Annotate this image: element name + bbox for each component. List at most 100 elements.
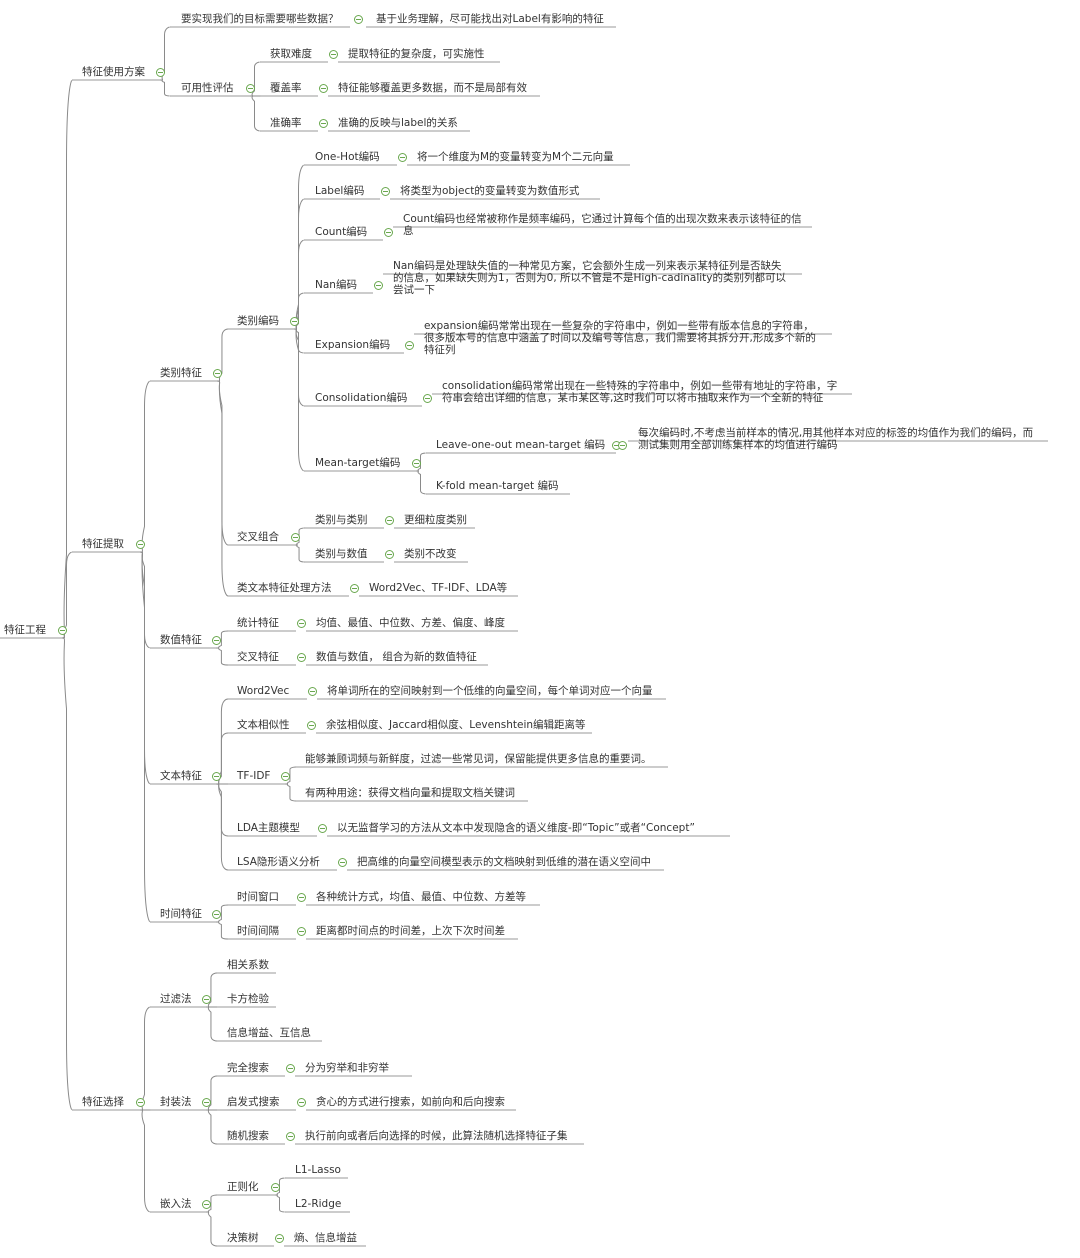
node-consol-d: consolidation编码常常出现在一些特殊的字符串中，例如一些带有地址的字… (442, 380, 838, 404)
node-w2v: Word2Vec (237, 685, 290, 697)
node-root: 特征工程 (4, 624, 46, 636)
collapse-icon-root[interactable] (58, 626, 67, 635)
collapse-icon-emb[interactable] (202, 1200, 211, 1209)
branch-root-use (61, 79, 73, 639)
collapse-icon-consol[interactable] (423, 394, 432, 403)
branch-root-ext (61, 551, 73, 639)
collapse-icon-num[interactable] (212, 636, 221, 645)
node-num: 数值特征 (160, 634, 202, 646)
collapse-icon-label[interactable] (381, 187, 390, 196)
collapse-icon-stat[interactable] (297, 619, 306, 628)
node-acc: 准确率 (270, 117, 302, 129)
branch-wrap-rand (205, 1109, 218, 1145)
collapse-icon-rand[interactable] (286, 1132, 295, 1141)
node-cat: 类别特征 (160, 367, 202, 379)
branch-cat-cross (216, 380, 229, 546)
collapse-icon-expan[interactable] (405, 341, 414, 350)
node-count-d: Count编码也经常被称作是频率编码，它通过计算每个值的出现次数来表示该特征的信… (403, 213, 802, 237)
branch-cross-cn (294, 544, 305, 563)
node-heur: 启发式搜索 (227, 1096, 280, 1108)
node-full-d: 分为穷举和非穷举 (305, 1062, 389, 1074)
collapse-icon-avail[interactable] (246, 84, 255, 93)
node-ti: 时间间隔 (237, 925, 279, 937)
collapse-icon-txt[interactable] (212, 772, 221, 781)
node-rand: 随机搜索 (227, 1130, 269, 1142)
node-ig: 信息增益、互信息 (227, 1027, 311, 1039)
node-diff-d: 提取特征的复杂度，可实施性 (348, 48, 485, 60)
collapse-icon-lda[interactable] (318, 824, 327, 833)
node-label-d: 将类型为object的变量转变为数值形式 (400, 185, 580, 197)
node-tree-d: 熵、信息增益 (294, 1232, 357, 1244)
node-nan-d: Nan编码是处理缺失值的一种常见方案，它会额外生成一列来表示某特征列是否缺失的信… (393, 260, 787, 296)
collapse-icon-cov[interactable] (319, 84, 328, 93)
branch-cat-textlike (216, 380, 229, 597)
collapse-icon-cross[interactable] (291, 533, 300, 542)
node-txt: 文本特征 (160, 770, 202, 782)
collapse-icon-ncross[interactable] (297, 653, 306, 662)
node-count: Count编码 (315, 226, 368, 238)
branch-cat-catenc (216, 328, 229, 382)
collapse-icon-count[interactable] (384, 228, 393, 237)
node-diff: 获取难度 (270, 48, 312, 60)
node-textlike-d: Word2Vec、TF-IDF、LDA等 (369, 582, 508, 594)
collapse-icon-tree[interactable] (275, 1234, 284, 1243)
node-mt: Mean-target编码 (315, 457, 401, 469)
branch-mt-kfold (415, 470, 427, 495)
collapse-icon-sel[interactable] (136, 1098, 145, 1107)
node-emb: 嵌入法 (160, 1198, 192, 1210)
collapse-icon-full[interactable] (286, 1064, 295, 1073)
branch-filter-ig (205, 1006, 218, 1042)
node-sim-d: 余弦相似度、Jaccard相似度、Levenshtein编辑距离等 (326, 719, 586, 731)
collapse-icon-cc[interactable] (385, 516, 394, 525)
collapse-icon-ti[interactable] (297, 927, 306, 936)
collapse-icon-mt[interactable] (412, 459, 421, 468)
branch-use-avail (159, 79, 171, 97)
branch-time-ti (215, 921, 229, 940)
node-lsa-d: 把高维的向量空间模型表示的文档映射到低维的潜在语义空间中 (357, 856, 651, 868)
node-nan: Nan编码 (315, 279, 357, 291)
branch-catenc-expan (293, 328, 305, 354)
node-wrap: 封装法 (160, 1096, 192, 1108)
collapse-icon-time[interactable] (212, 910, 221, 919)
node-sim: 文本相似性 (237, 719, 290, 731)
node-tfidf: TF-IDF (237, 770, 271, 782)
collapse-icon-textlike[interactable] (350, 584, 359, 593)
branch-catenc-label (293, 198, 305, 330)
collapse-icon-onehot[interactable] (398, 153, 407, 162)
collapse-icon-wrap[interactable] (202, 1098, 211, 1107)
node-loo-d: 每次编码时,不考虑当前样本的情况,用其他样本对应的标签的均值作为我们的编码，而测… (638, 427, 1034, 451)
collapse-icon-tfidf[interactable] (281, 772, 290, 781)
branch-sel-emb (139, 1109, 151, 1213)
collapse-icon-filter[interactable] (202, 995, 211, 1004)
collapse-icon-reg[interactable] (271, 1183, 280, 1192)
branch-catenc-mt (293, 328, 305, 472)
collapse-icon-ext[interactable] (136, 540, 145, 549)
node-time: 时间特征 (160, 908, 202, 920)
node-use-q: 要实现我们的目标需要哪些数据？ (181, 13, 339, 25)
collapse-icon-cn[interactable] (385, 550, 394, 559)
collapse-icon-heur[interactable] (297, 1098, 306, 1107)
node-tw-d: 各种统计方式，均值、最值、中位数、方差等 (316, 891, 526, 903)
node-lda-d: 以无监督学习的方法从文本中发现隐含的语义维度-即“Topic”或者“Concep… (337, 822, 695, 834)
node-full: 完全搜索 (227, 1062, 269, 1074)
collapse-icon-nan[interactable] (374, 281, 383, 290)
collapse-icon-sim[interactable] (307, 721, 316, 730)
collapse-icon-cat[interactable] (213, 369, 222, 378)
collapse-icon-use-q[interactable] (354, 15, 363, 24)
branch-ext-cat (139, 380, 151, 553)
collapse-icon-use[interactable] (156, 68, 165, 77)
collapse-icon-diff[interactable] (329, 50, 338, 59)
node-cov-d: 特征能够覆盖更多数据，而不是局部有效 (338, 82, 527, 94)
node-stat: 统计特征 (237, 617, 279, 629)
collapse-icon-lsa[interactable] (338, 858, 347, 867)
collapse-icon-catenc[interactable] (290, 317, 299, 326)
node-ti-d: 距离都时间点的时间差，上次下次时间差 (316, 925, 505, 937)
node-cross: 交叉组合 (237, 531, 279, 543)
collapse-icon-w2v[interactable] (308, 687, 317, 696)
node-tw: 时间窗口 (237, 891, 279, 903)
node-use: 特征使用方案 (82, 66, 145, 78)
collapse-icon-loo[interactable] (618, 441, 627, 450)
collapse-icon-tw[interactable] (297, 893, 306, 902)
collapse-icon-acc[interactable] (319, 119, 328, 128)
branch-ext-num (139, 551, 151, 649)
